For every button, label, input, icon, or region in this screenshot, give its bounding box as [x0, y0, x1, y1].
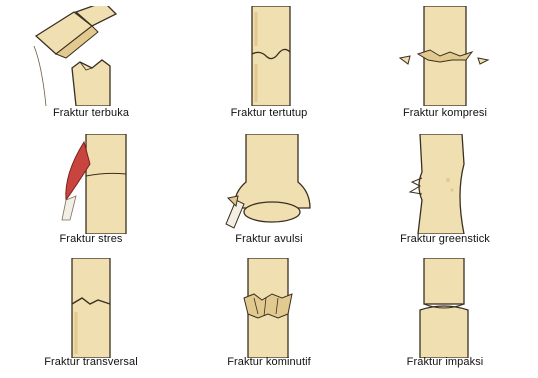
impacted-fracture-illustration	[360, 258, 530, 358]
panel-label: Fraktur greenstick	[360, 233, 530, 245]
panel-fraktur-kompresi: Fraktur kompresi	[360, 6, 530, 126]
panel-label: Fraktur transversal	[6, 356, 176, 368]
panel-label: Fraktur impaksi	[360, 356, 530, 368]
panel-label: Fraktur kominutif	[184, 356, 354, 368]
panel-fraktur-stres: Fraktur stres	[6, 134, 176, 254]
panel-fraktur-avulsi: Fraktur avulsi	[184, 134, 354, 254]
comminuted-fracture-illustration	[184, 258, 354, 358]
panel-fraktur-greenstick: Fraktur greenstick	[360, 134, 530, 254]
avulsion-fracture-illustration	[184, 134, 354, 234]
panel-label: Fraktur tertutup	[184, 107, 354, 119]
greenstick-fracture-illustration	[360, 134, 530, 234]
panel-fraktur-transversal: Fraktur transversal	[6, 258, 176, 378]
stress-fracture-illustration	[6, 134, 176, 234]
transverse-fracture-illustration	[6, 258, 176, 358]
panel-label: Fraktur kompresi	[360, 107, 530, 119]
panel-fraktur-kominutif: Fraktur kominutif	[184, 258, 354, 378]
panel-label: Fraktur avulsi	[184, 233, 354, 245]
closed-fracture-illustration	[184, 6, 354, 106]
panel-fraktur-terbuka: Fraktur terbuka	[6, 6, 176, 126]
panel-label: Fraktur terbuka	[6, 107, 176, 119]
panel-fraktur-tertutup: Fraktur tertutup	[184, 6, 354, 126]
panel-fraktur-impaksi: Fraktur impaksi	[360, 258, 530, 378]
panel-label: Fraktur stres	[6, 233, 176, 245]
open-fracture-illustration	[6, 6, 176, 106]
compression-fracture-illustration	[360, 6, 530, 106]
